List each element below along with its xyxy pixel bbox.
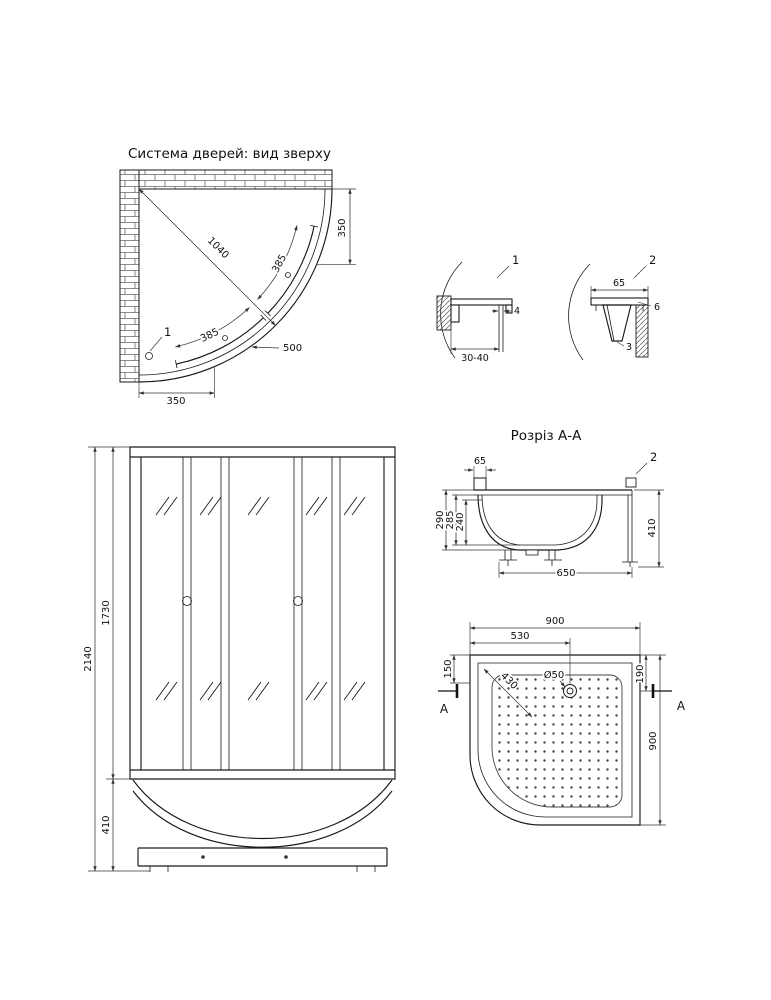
dim-radius-500: 500 [283, 343, 302, 354]
tray-legs [499, 550, 562, 566]
detail-bubble-arc [568, 263, 591, 361]
dim-190: 190 [635, 664, 646, 683]
tray-inner-rim [477, 662, 633, 818]
gap-leader [637, 301, 652, 307]
drain-leader [559, 680, 566, 688]
seal-inner-line [606, 304, 615, 342]
dim-doors-1730: 1730 [101, 600, 112, 625]
detail-1-location [145, 352, 153, 360]
dim-530: 530 [510, 631, 529, 642]
tray-top-view: 900 530 150 190 900 430 Ø50 А А [438, 616, 686, 826]
tray-apron-curves [132, 779, 393, 848]
wall-profile-section [473, 477, 487, 491]
dim-width-65: 65 [613, 278, 625, 289]
dim-tray-410: 410 [101, 815, 112, 834]
callout-2-label: 2 [650, 450, 657, 464]
profile-extension-lines [473, 466, 487, 478]
panel-dividers [182, 457, 341, 770]
callout-1-leader [149, 336, 163, 352]
glass-hatch-strip [635, 304, 649, 358]
seal-leader [616, 341, 625, 347]
section-letter-left: А [440, 702, 449, 716]
callout-leader [496, 265, 510, 279]
door-handle-knob-upper [285, 272, 291, 278]
tray-base [137, 847, 388, 867]
dim-bottom-350: 350 [166, 396, 185, 407]
extension-lines [138, 188, 356, 398]
cabin-frame [129, 446, 396, 780]
section-letter-right: А [677, 699, 686, 713]
dim-diagonal-1040: 1040 [205, 235, 231, 261]
dim-150: 150 [443, 659, 454, 678]
front-panel-section [622, 490, 638, 567]
door-system-title: Система дверей: вид зверху [128, 146, 331, 162]
callout-2-leader [635, 462, 648, 475]
drain-inner [566, 687, 574, 695]
extension-lines [442, 489, 664, 578]
glass-hatch-marks [155, 496, 366, 701]
drain-outer [563, 684, 577, 698]
front-view: 2140 1730 410 [83, 446, 396, 872]
dim-drain-d50: Ø50 [544, 669, 565, 681]
detail-1-label: 1 [512, 253, 519, 267]
base-clip-dot-left [201, 855, 205, 859]
wall-top [119, 169, 333, 190]
base-clip-dot-right [284, 855, 288, 859]
dim-290: 290 [435, 510, 446, 529]
door-handle-right [293, 596, 303, 606]
dim-range-30-40: 30-40 [461, 353, 489, 364]
dim-total-2140: 2140 [83, 646, 94, 671]
wall-left [119, 169, 140, 383]
door-top-view: Система дверей: вид зверху 1040 385 385 … [119, 146, 356, 407]
callout-1-label: 1 [164, 325, 171, 339]
dim-line-430 [483, 668, 533, 718]
profile-lip [505, 304, 513, 314]
glass-panel-edge [498, 305, 504, 352]
dim-seal-3: 3 [626, 342, 632, 353]
dim-900-width: 900 [545, 616, 564, 627]
dim-line-diagonal [138, 188, 276, 326]
extension-lines [590, 286, 649, 298]
top-profile-bar [590, 297, 649, 306]
magnet-seal-profile [602, 304, 632, 342]
wall-hatch-block [436, 295, 452, 331]
basin-antislip-floor [491, 674, 623, 808]
dim-profile-65: 65 [474, 456, 486, 467]
door-handle-knob-lower [222, 335, 228, 341]
dim-285: 285 [445, 510, 456, 529]
section-aa: Розріз А-А 2 65 290 285 240 650 410 [435, 428, 664, 581]
dim-900-depth: 900 [648, 731, 659, 750]
detail-2: 2 65 6 3 [568, 253, 660, 361]
wall-profile-top [450, 298, 513, 306]
basin-outer-shell [477, 494, 603, 551]
dim-arc-door-upper [257, 225, 298, 300]
dim-gap-6: 6 [654, 302, 660, 313]
basin-inner-shell [481, 494, 598, 546]
tray-feet [149, 866, 376, 872]
dim-glass-4: 4 [514, 306, 520, 317]
dim-650: 650 [556, 568, 575, 579]
dim-240: 240 [455, 512, 466, 531]
dim-right-350: 350 [337, 218, 348, 237]
dim-door-lower-385: 385 [199, 327, 221, 345]
dim-arc-door-lower [175, 307, 250, 348]
detail-1: 1 30-40 4 [436, 253, 520, 364]
panel-clip [625, 477, 637, 488]
section-title: Розріз А-А [511, 428, 582, 444]
radius-leader [251, 345, 280, 349]
drain-outlet [525, 549, 539, 556]
door-handle-left [182, 596, 192, 606]
dim-410: 410 [647, 518, 658, 537]
wall-profile-leg [450, 304, 460, 323]
tray-outer-edge [469, 654, 641, 826]
detail-2-label: 2 [649, 253, 656, 267]
door-panel-lower [176, 317, 264, 365]
callout-leader [633, 265, 647, 279]
